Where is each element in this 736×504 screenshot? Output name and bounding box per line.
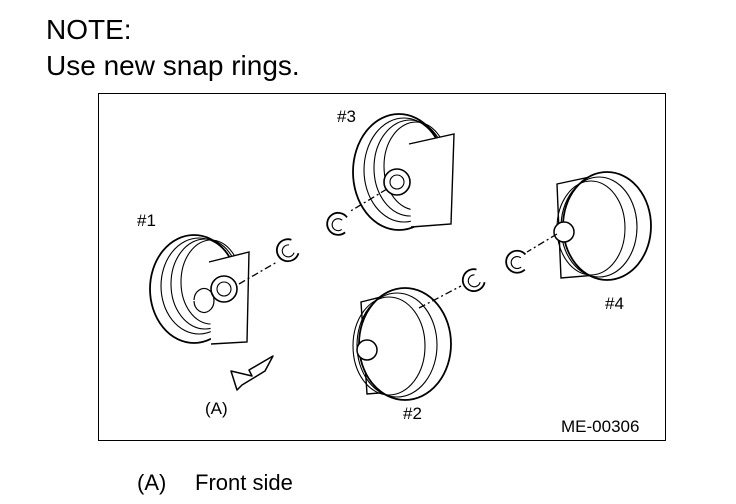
piston-icon xyxy=(352,113,455,231)
legend: (A) Front side xyxy=(137,469,293,497)
piston-3-label: #3 xyxy=(337,107,356,126)
piston-icon xyxy=(352,287,452,401)
piston-3: #3 xyxy=(323,107,455,238)
snap-ring-icon xyxy=(503,248,529,276)
piston-1-label: #1 xyxy=(137,211,156,230)
snap-ring-icon xyxy=(272,235,301,266)
snap-ring-icon xyxy=(458,265,488,296)
arrow-label: (A) xyxy=(205,399,228,418)
snap-ring-icon xyxy=(323,209,351,238)
piston-icon xyxy=(553,171,652,281)
piston-4-label: #4 xyxy=(605,294,624,313)
legend-key: (A) xyxy=(137,470,167,495)
legend-text: Front side xyxy=(195,470,293,495)
piston-2-label: #2 xyxy=(403,404,422,423)
note-text: Use new snap rings. xyxy=(46,50,300,81)
arrow-icon xyxy=(230,355,274,391)
piston-4: #4 xyxy=(503,171,652,313)
figure-code: ME-00306 xyxy=(561,417,639,436)
note-title: NOTE: xyxy=(46,14,132,45)
piston-snap-ring-figure: #1 #3 xyxy=(98,93,666,441)
piston-1: #1 xyxy=(137,211,301,345)
piston-icon xyxy=(149,234,250,345)
piston-2: #2 xyxy=(352,265,488,423)
